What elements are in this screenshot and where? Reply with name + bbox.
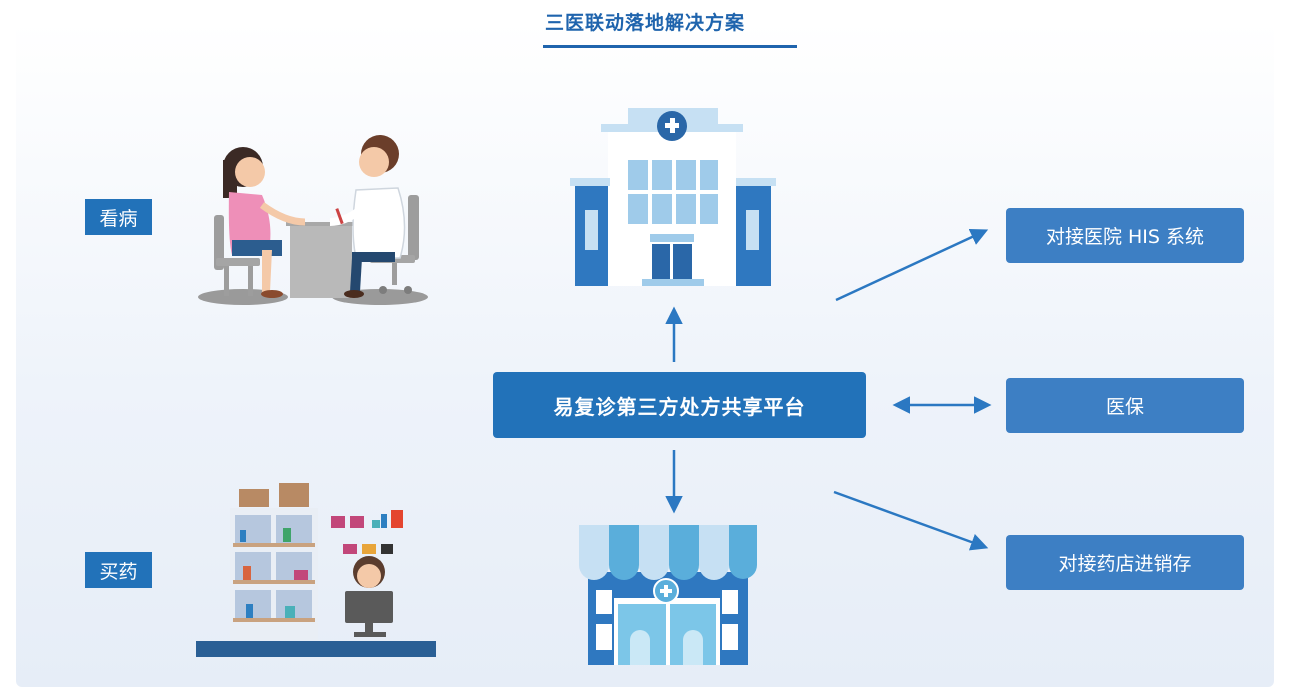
insurance-box: 医保 — [1006, 378, 1244, 433]
label-buy-medicine: 买药 — [85, 552, 152, 588]
consultation-illustration — [198, 135, 428, 305]
page-title: 三医联动落地解决方案 — [544, 12, 745, 34]
title-underline — [543, 45, 797, 48]
label-see-doctor: 看病 — [85, 199, 152, 235]
pharmacy-stock-box: 对接药店进销存 — [1006, 535, 1244, 590]
drugstore-illustration — [196, 483, 436, 657]
his-system-box: 对接医院 HIS 系统 — [1006, 208, 1244, 263]
pharmacy-store-icon — [579, 525, 757, 665]
platform-box: 易复诊第三方处方共享平台 — [493, 372, 866, 438]
hospital-building-icon — [570, 108, 776, 286]
connector-arrows — [665, 228, 992, 551]
